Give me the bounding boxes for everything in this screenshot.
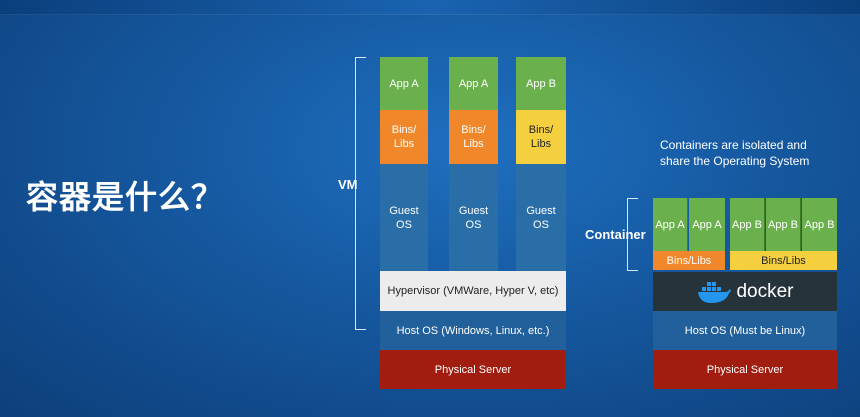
page-title: 容器是什么？ (26, 178, 225, 216)
container-app-1: App A (653, 198, 688, 251)
container-note-line-2: share the Operating System (660, 154, 810, 168)
container-app-2: App A (689, 198, 725, 251)
vm-label: VM (338, 177, 358, 192)
vm-hypervisor: Hypervisor (VMWare, Hyper V, etc) (380, 271, 566, 311)
vm-physical-server: Physical Server (380, 350, 566, 389)
container-bracket (627, 198, 638, 271)
container-app-5: App B (802, 198, 837, 251)
docker-wordmark: docker (736, 280, 794, 302)
vm-app-3: App B (516, 57, 566, 110)
vm-bracket (355, 57, 366, 330)
container-bins-right: Bins/Libs (730, 251, 837, 270)
vm-guest-os-2: Guest OS (449, 164, 498, 271)
vm-bins-2: Bins/ Libs (449, 110, 498, 164)
container-host-os: Host OS (Must be Linux) (653, 311, 837, 350)
container-label: Container (585, 227, 646, 242)
vm-app-2: App A (449, 57, 498, 110)
container-bins-left: Bins/Libs (653, 251, 725, 270)
top-bar (0, 0, 860, 15)
vm-guest-os-3: Guest OS (516, 164, 566, 271)
container-app-4: App B (766, 198, 801, 251)
container-app-3: App B (730, 198, 765, 251)
vm-host-os: Host OS (Windows, Linux, etc.) (380, 311, 566, 350)
vm-bins-3: Bins/ Libs (516, 110, 566, 164)
vm-app-1: App A (380, 57, 428, 110)
docker-engine: docker (653, 272, 837, 311)
vm-bins-1: Bins/ Libs (380, 110, 428, 164)
docker-whale-icon (698, 281, 732, 303)
vm-guest-os-1: Guest OS (380, 164, 428, 271)
container-physical-server: Physical Server (653, 350, 837, 389)
container-note: Containers are isolated and share the Op… (660, 137, 809, 169)
container-note-line-1: Containers are isolated and (660, 138, 807, 152)
